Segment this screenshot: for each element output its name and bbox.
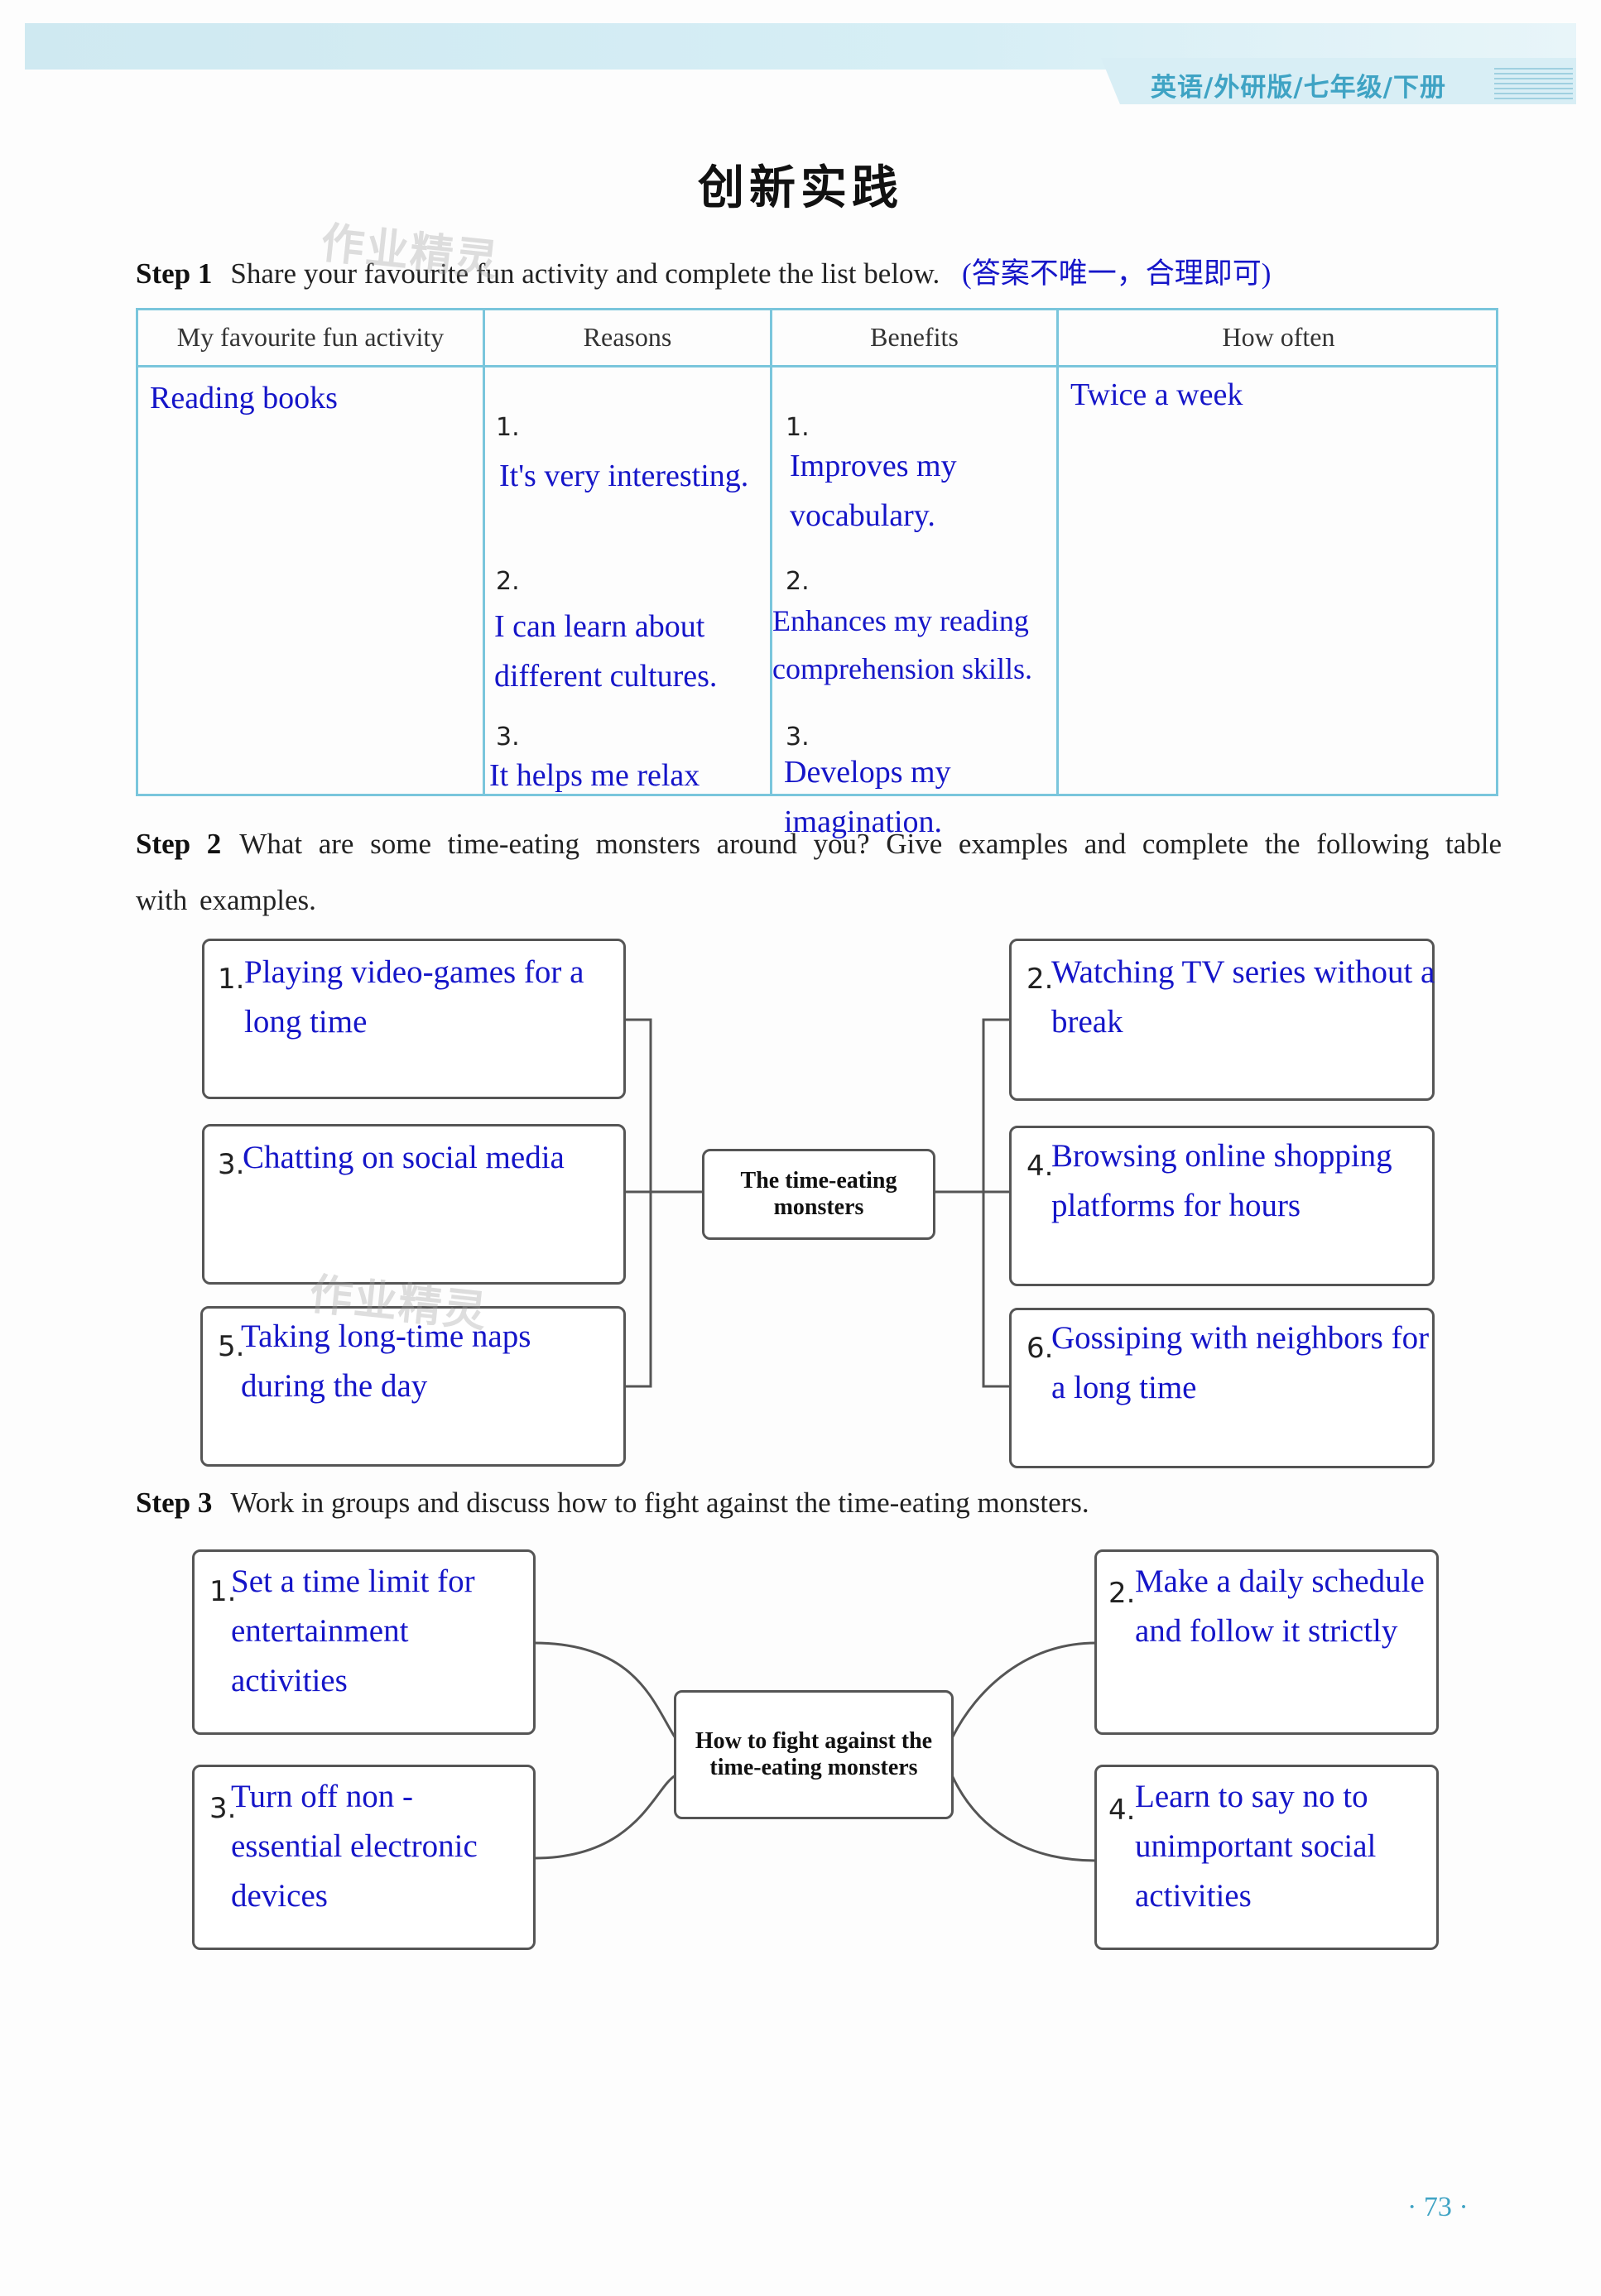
item-text: Gossiping with neighbors for a long time [1051,1320,1430,1405]
page-number: · 73 · [1407,2192,1469,2222]
item-text: Turn off non - essential electronic devi… [231,1779,478,1914]
step3-label: Step 3 [136,1487,213,1519]
monster-box: 1. Playing video-games for a long time [202,939,626,1099]
column-header: Reasons [583,322,672,352]
benefit-text: Improves my vocabulary. [790,449,957,533]
monster-box: 6. Gossiping with neighbors for a long t… [1009,1308,1435,1468]
monster-box: 5. Taking long-time naps during the day [200,1306,626,1467]
activity-value: Reading books [150,381,338,415]
step2-label: Step 2 [136,828,222,860]
step1-text: Share your favourite fun activity and co… [230,257,940,290]
item-text: Browsing online shopping platforms for h… [1051,1138,1392,1223]
step1-label: Step 1 [136,257,213,290]
item-text: Taking long-time naps during the day [241,1319,531,1404]
table-divider [1056,310,1059,794]
strategy-box: 4. Learn to say no to unimportant social… [1094,1765,1439,1950]
item-text: Watching TV series without a break [1051,954,1435,1040]
column-header: How often [1222,322,1335,352]
strategy-box: 1. Set a time limit for entertainment ac… [192,1549,536,1735]
center-box: The time-eating monsters [702,1149,935,1240]
benefit-text: Develops my imagination. [784,755,951,839]
item-number: 5. [218,1330,245,1363]
item-number: 1. [209,1575,237,1608]
strategy-box: 2. Make a daily schedule and follow it s… [1094,1549,1439,1735]
benefit-number: 1. [786,413,810,442]
monster-box: 4. Browsing online shopping platforms fo… [1009,1126,1435,1286]
item-text: Chatting on social media [243,1140,565,1175]
item-text: Learn to say no to unimportant social ac… [1135,1779,1377,1914]
reason-text: It's very interesting. [499,459,749,493]
item-number: 3. [209,1792,237,1825]
activity-table: My favourite fun activity Reasons Benefi… [136,308,1498,839]
page-title: 创新实践 [698,161,903,215]
benefit-text: Enhances my reading comprehension skills… [772,604,1032,685]
item-number: 1. [218,963,245,996]
item-number: 2. [1108,1577,1136,1610]
how-often-value: Twice a week [1070,377,1243,412]
monster-box: 2. Watching TV series without a break [1009,939,1435,1101]
item-text: Make a daily schedule and follow it stri… [1135,1563,1425,1649]
item-text: Set a time limit for entertainment activ… [231,1563,475,1698]
item-number: 6. [1026,1332,1054,1365]
step1-instruction: Step 1 Share your favourite fun activity … [136,250,1526,292]
strategy-box: 3. Turn off non - essential electronic d… [192,1765,536,1950]
table-header-divider [138,365,1496,367]
column-header: My favourite fun activity [176,322,445,352]
step3-instruction: Step 3 Work in groups and discuss how to … [136,1487,1526,1520]
step3-text: Work in groups and discuss how to fight … [230,1487,1089,1519]
column-header: Benefits [870,322,959,352]
center-box: How to fight against the time-eating mon… [674,1690,954,1819]
item-number: 2. [1026,963,1054,996]
reason-text: It helps me relax [489,758,700,793]
table-divider [483,310,485,794]
reason-number: 1. [496,413,520,442]
reason-text: I can learn about different cultures. [494,609,718,694]
header-decoration [1494,68,1573,99]
center-label: The time-eating monsters [740,1168,897,1220]
reason-number: 3. [496,723,520,752]
item-number: 4. [1026,1150,1054,1183]
benefit-number: 2. [786,567,810,596]
monster-box: 3. Chatting on social media [202,1124,626,1285]
center-label: How to fight against the time-eating mon… [695,1728,933,1780]
reason-number: 2. [496,567,520,596]
answer-note: (答案不唯一，合理即可) [962,257,1272,290]
table-divider [770,310,772,794]
step2-text: What are some time-eating monsters aroun… [136,828,1502,916]
item-number: 4. [1108,1794,1136,1827]
item-text: Playing video-games for a long time [244,954,584,1040]
book-label: 英语/外研版/七年级/下册 [1151,73,1446,103]
benefit-number: 3. [786,723,810,752]
item-number: 3. [218,1148,245,1181]
